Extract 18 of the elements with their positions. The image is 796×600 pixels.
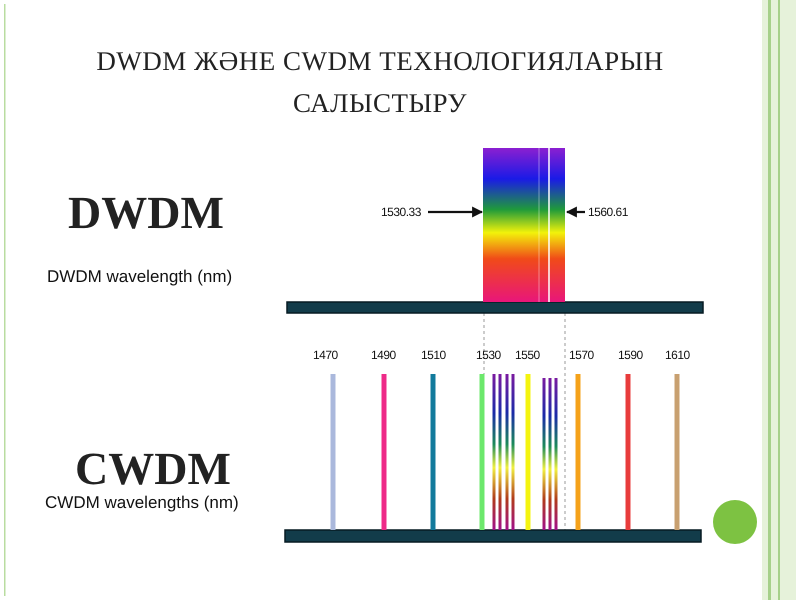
tick-label: 1610 xyxy=(665,349,690,361)
arrow xyxy=(428,206,484,218)
slide-title: DWDM ЖӘНЕ CWDM ТЕХНОЛОГИЯЛАРЫН САЛЫСТЫРУ xyxy=(95,45,665,120)
axis-caption: CWDM wavelengths (nm) xyxy=(45,494,239,511)
tick-label: 1510 xyxy=(421,349,446,361)
heading-label: CWDM xyxy=(75,446,231,492)
arrow xyxy=(566,206,585,218)
wavelength-label: 1560.61 xyxy=(588,206,628,218)
axis-caption: DWDM wavelength (nm) xyxy=(47,268,232,285)
spectrum-band xyxy=(483,148,565,302)
tick-label: 1470 xyxy=(313,349,338,361)
tick-label: 1530 xyxy=(476,349,501,361)
tick-label: 1570 xyxy=(569,349,594,361)
tick-label: 1490 xyxy=(371,349,396,361)
heading-label: DWDM xyxy=(68,190,224,236)
tick-label: 1550 xyxy=(515,349,540,361)
tick-label: 1590 xyxy=(618,349,643,361)
wavelength-label: 1530.33 xyxy=(381,206,421,218)
